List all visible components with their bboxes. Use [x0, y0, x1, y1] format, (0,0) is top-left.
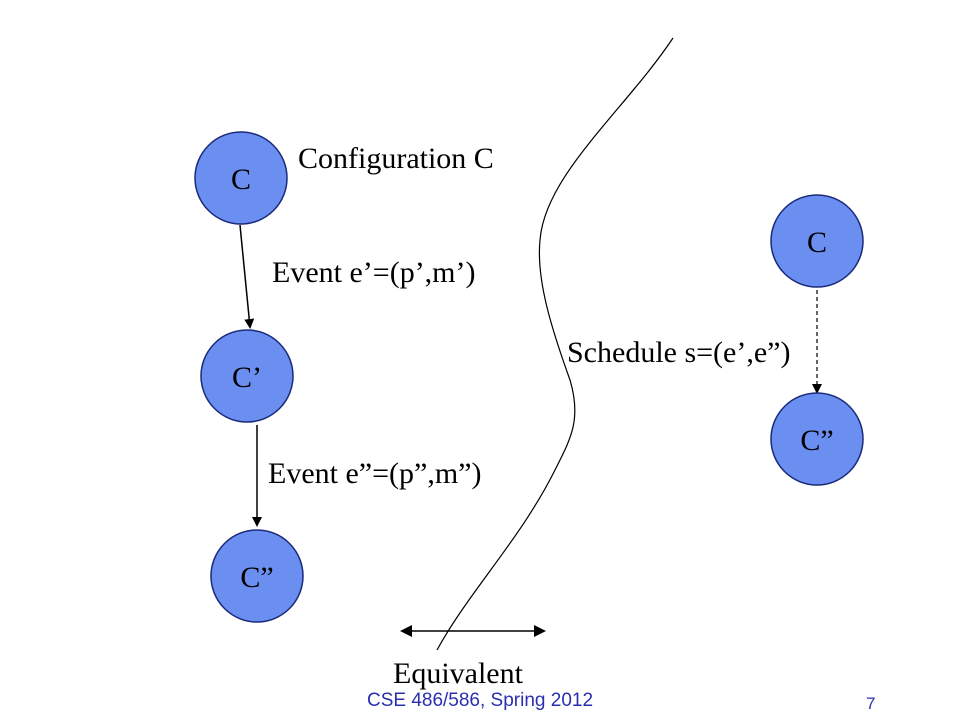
- node-right-c: C: [770, 194, 864, 288]
- node-c-prime-label: C’: [232, 361, 262, 394]
- edge-c-to-c-prime: [239, 224, 255, 329]
- node-right-c-double-prime-label: C”: [800, 424, 833, 457]
- node-right-c-label: C: [807, 226, 827, 259]
- caption-event-1: Event e’=(p’,m’): [272, 256, 476, 289]
- caption-equivalent: Equivalent: [393, 657, 524, 690]
- node-right-c-double-prime: C”: [770, 392, 864, 486]
- caption-configuration: Configuration C: [298, 142, 494, 175]
- node-c-label: C: [231, 163, 251, 196]
- footer-course: CSE 486/586, Spring 2012: [366, 690, 594, 711]
- page-number: 7: [866, 694, 876, 713]
- node-c-double-prime-label: C”: [240, 561, 273, 594]
- separator-curve: [436, 37, 674, 651]
- node-c-double-prime: C”: [210, 529, 304, 623]
- node-c-prime: C’: [200, 329, 294, 423]
- caption-event-2: Event e”=(p”,m”): [268, 457, 481, 490]
- caption-schedule: Schedule s=(e’,e”): [567, 336, 790, 369]
- node-c: C: [194, 131, 288, 225]
